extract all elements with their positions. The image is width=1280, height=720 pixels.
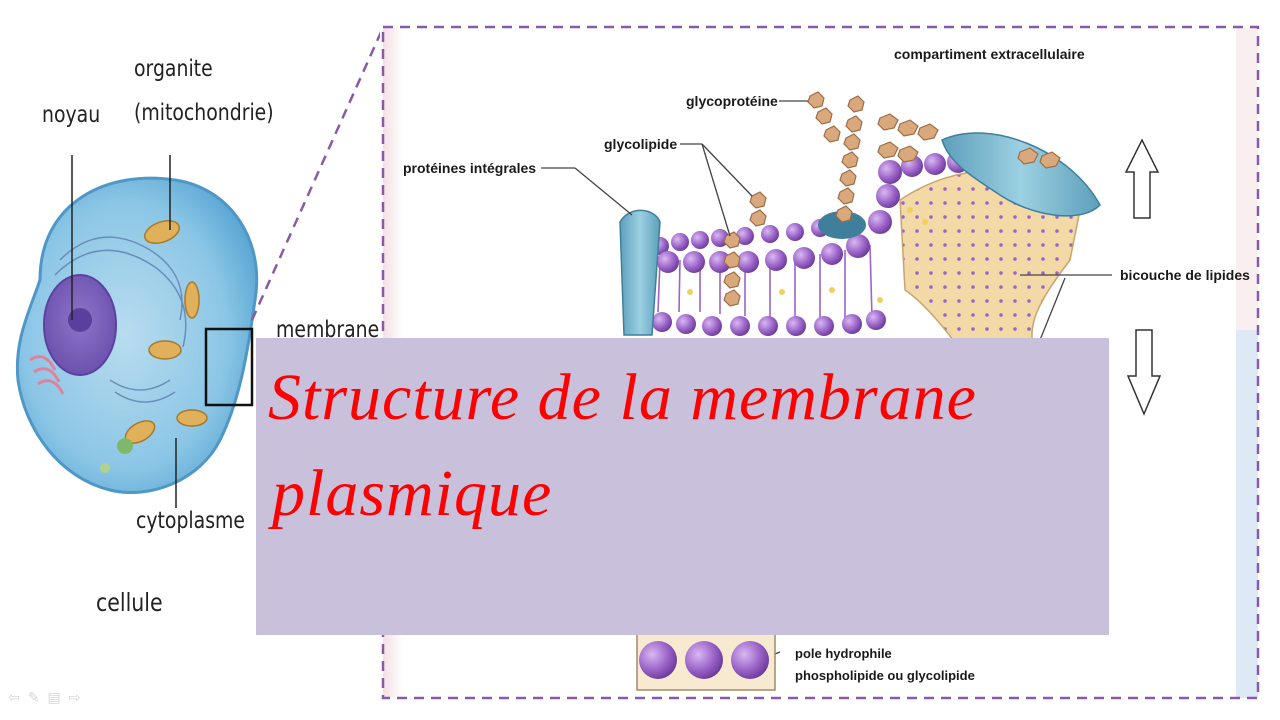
integral-protein-shape bbox=[619, 209, 661, 336]
hydrophilic-pole-label: pole hydrophile bbox=[795, 646, 892, 661]
down-arrow-shape bbox=[1126, 329, 1162, 416]
title-overlay: Structure de la membrane plasmique bbox=[256, 338, 1109, 635]
organelle-sublabel: (mitochondrie) bbox=[134, 100, 274, 126]
menu-icon[interactable]: ▤ bbox=[47, 690, 61, 706]
slide-nav: ⇦ ✎ ▤ ⇨ bbox=[8, 690, 80, 706]
lipid-bilayer-label: bicouche de lipides bbox=[1120, 267, 1250, 283]
next-arrow-icon[interactable]: ⇨ bbox=[68, 690, 81, 706]
phospholipid-label: phospholipide ou glycolipide bbox=[795, 668, 975, 683]
cytoplasm-label: cytoplasme bbox=[136, 508, 246, 534]
cell-label: cellule bbox=[96, 588, 163, 617]
prev-arrow-icon[interactable]: ⇦ bbox=[8, 690, 20, 706]
glycoprotein-label: glycoprotéine bbox=[686, 93, 778, 109]
integral-proteins-label: protéines intégrales bbox=[403, 160, 537, 176]
title-line-2: plasmique bbox=[272, 457, 553, 530]
cell-illustration bbox=[15, 31, 380, 508]
up-arrow-shape bbox=[1124, 138, 1160, 219]
nucleus-label: noyau bbox=[42, 102, 101, 128]
glycolipid-label: glycolipide bbox=[604, 136, 678, 152]
extracellular-label: compartiment extracellulaire bbox=[894, 46, 1085, 62]
membrane-diagram bbox=[381, 25, 1260, 700]
organelle-label: organite bbox=[134, 56, 213, 82]
title-line-1: Structure de la membrane bbox=[268, 361, 977, 434]
membrane-zoom-box bbox=[204, 327, 254, 407]
pen-icon[interactable]: ✎ bbox=[27, 690, 40, 706]
